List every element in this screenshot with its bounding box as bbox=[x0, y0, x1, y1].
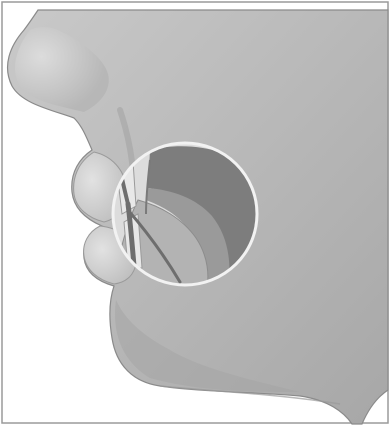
lower-face-profile-illustration bbox=[0, 0, 390, 425]
illustration-canvas bbox=[0, 0, 390, 425]
